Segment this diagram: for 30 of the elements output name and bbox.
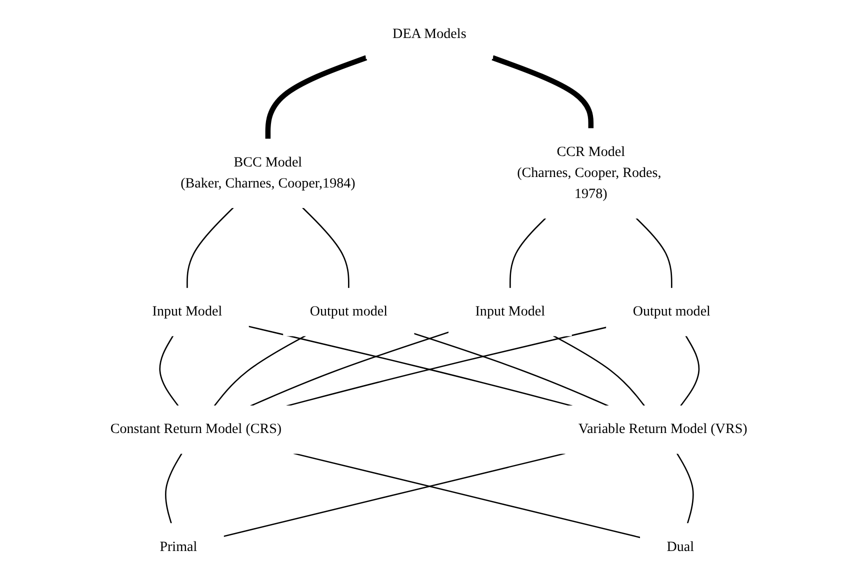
node-text: Output model — [310, 304, 388, 320]
node-text: Constant Return Model (CRS) — [110, 422, 282, 437]
connector — [165, 453, 183, 524]
diagram-drawing: DEA Models BCC Model (Baker, Charnes, Cooper,1984) CCR Model (Charnes, Cooper, Rodes, 1978) Input Model Output model Input Model Output model Constant Return Model (CRS) Variable Return Model (VRS) Primal Dual — [77, 4, 781, 578]
connector — [224, 452, 566, 537]
connector — [294, 452, 641, 538]
node-text: Dual — [666, 539, 694, 554]
connector — [214, 335, 306, 406]
node-text: Input Model — [152, 304, 222, 320]
node-text: Output model — [633, 304, 711, 320]
connector — [250, 332, 450, 407]
connector — [186, 207, 234, 288]
connector — [492, 55, 594, 129]
connector — [680, 335, 700, 406]
connector — [286, 326, 607, 407]
connector — [676, 453, 694, 524]
connector — [510, 218, 546, 288]
node-text: Primal — [160, 539, 198, 554]
node-text: BCC Model (Baker, Charnes, Cooper,1984) — [180, 154, 356, 191]
connector — [636, 218, 672, 288]
connector — [159, 335, 179, 406]
connector — [553, 335, 646, 406]
connector — [248, 326, 573, 407]
connector — [265, 55, 368, 140]
node-text: Variable Return Model (VRS) — [578, 422, 748, 437]
node-text: CCR Model (Charnes, Cooper, Rodes, 1978) — [517, 144, 662, 202]
connector — [414, 332, 609, 407]
connector — [302, 207, 350, 288]
node-text: Input Model — [475, 304, 546, 320]
node-text: DEA Models — [392, 26, 466, 42]
